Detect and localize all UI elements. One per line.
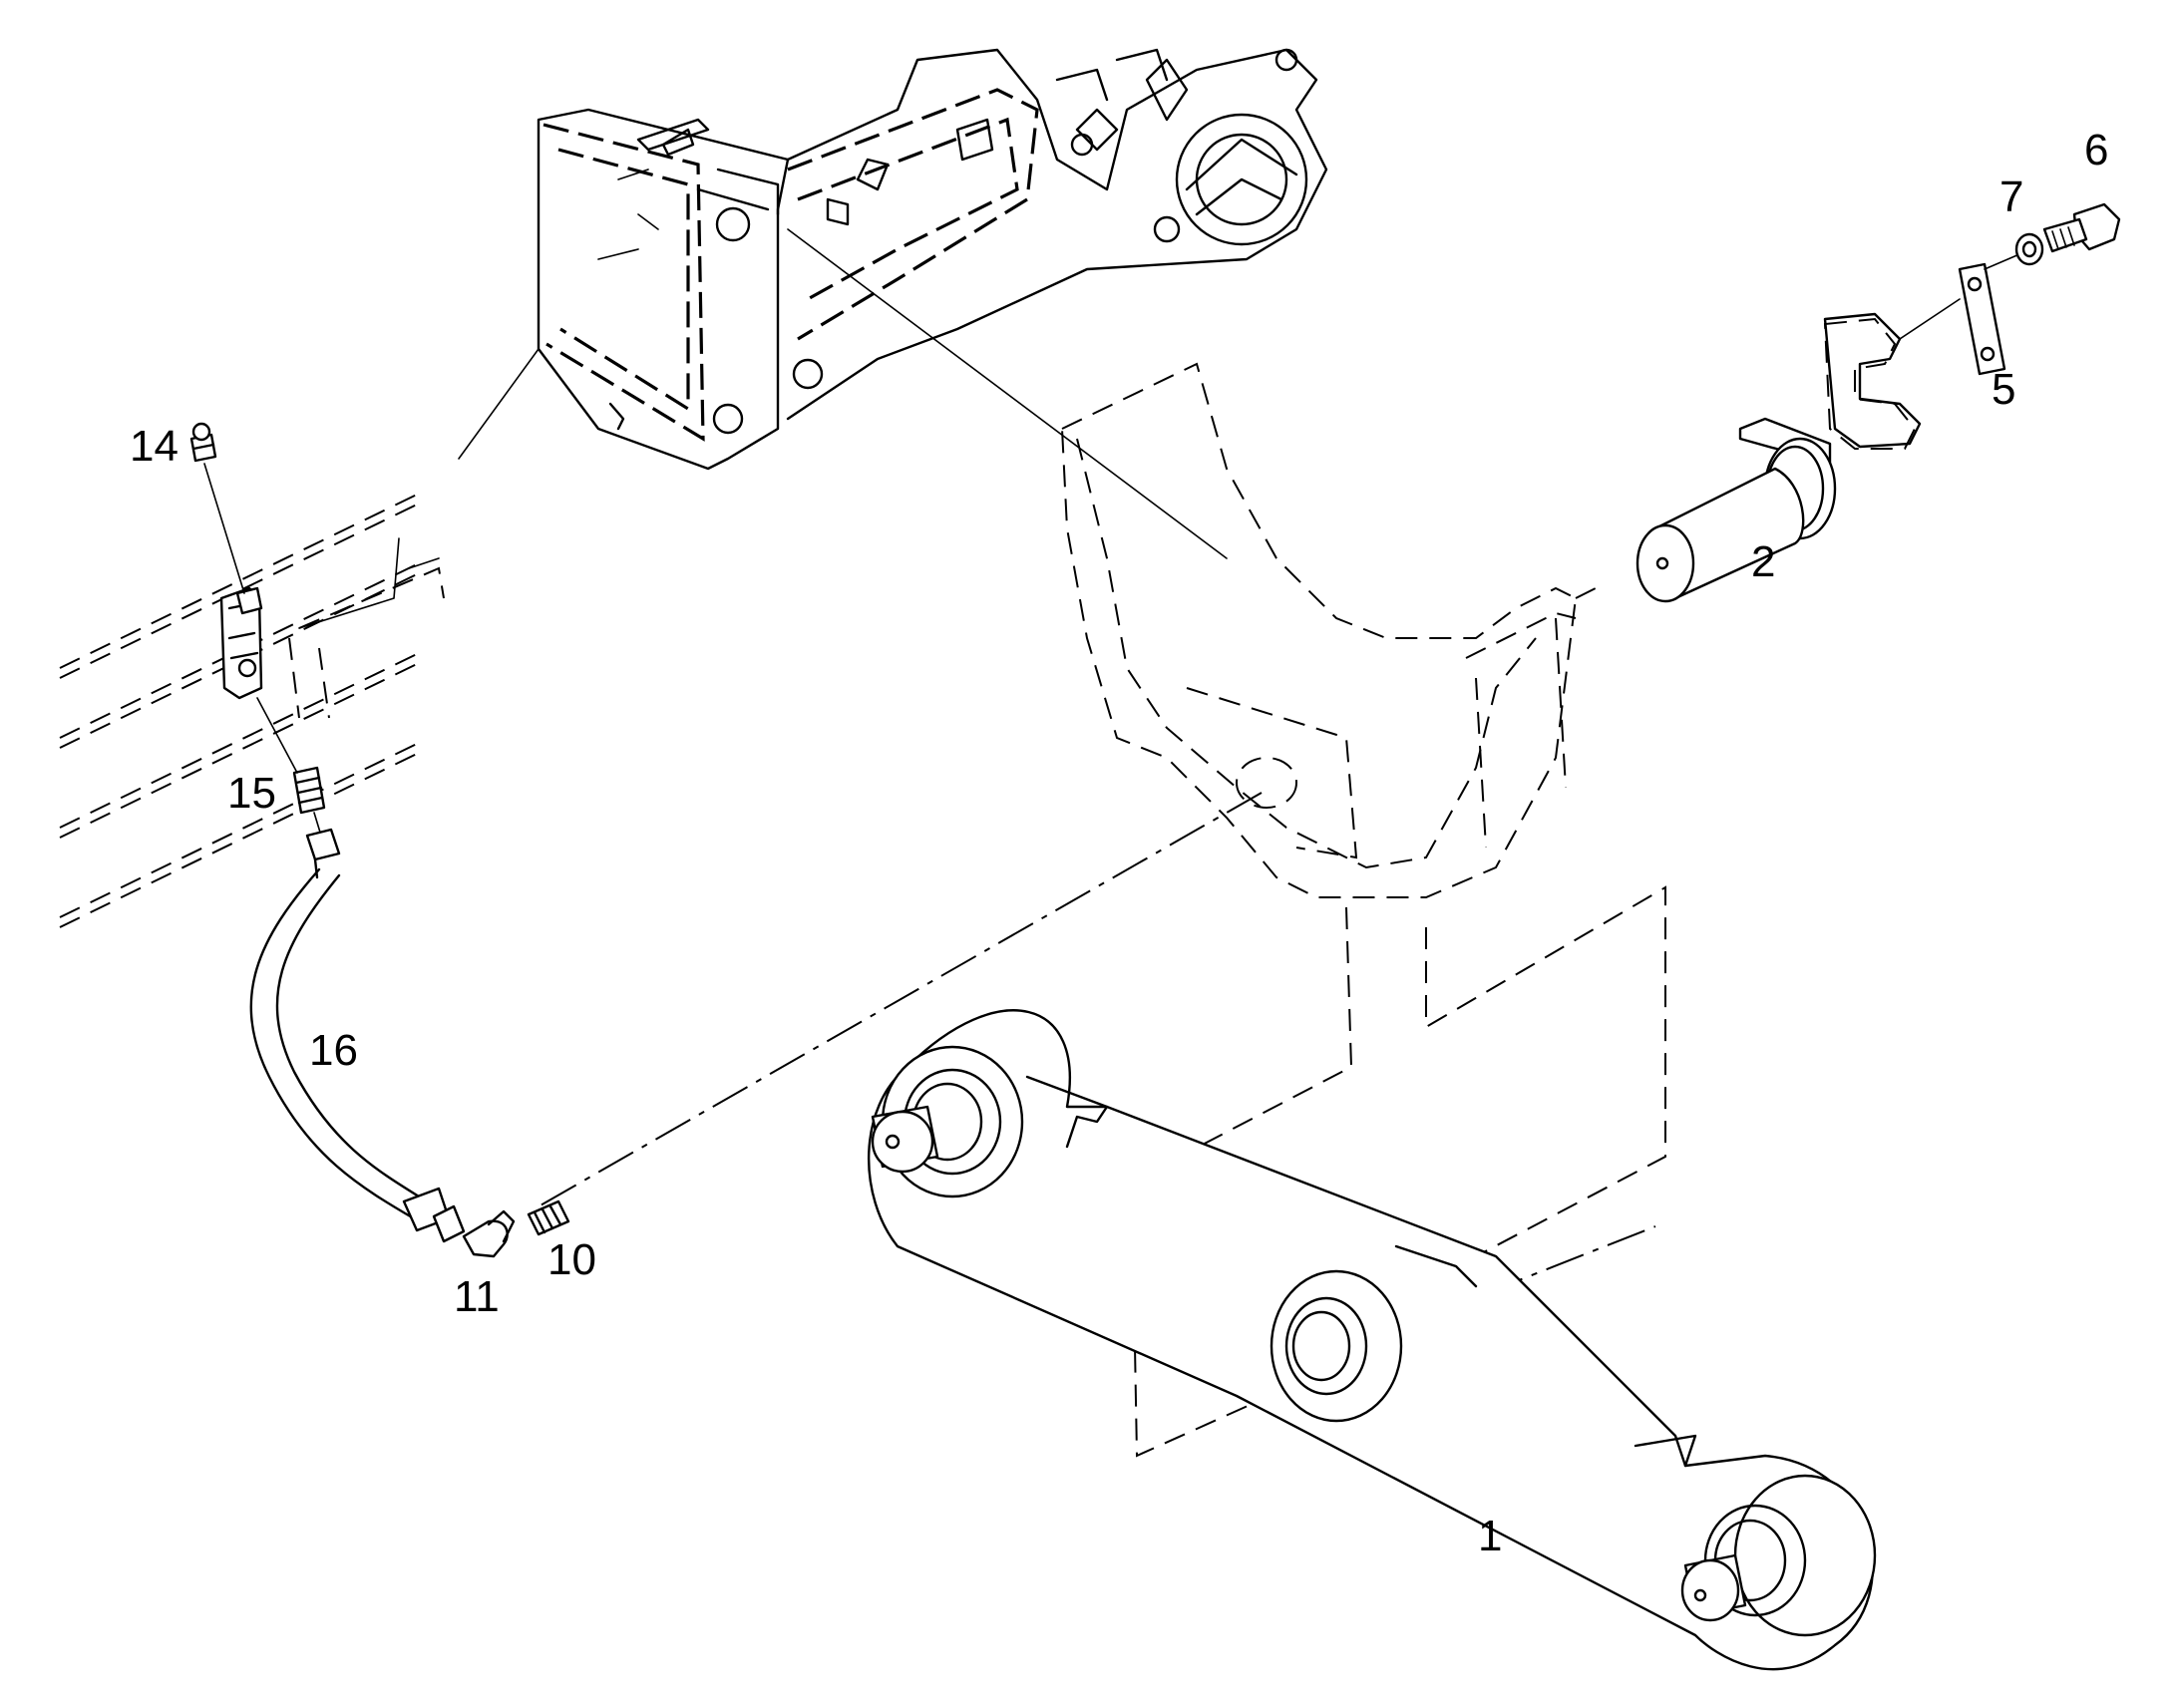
callout-6: 6	[2084, 126, 2108, 174]
callout-7: 7	[1999, 172, 2023, 221]
callout-labels: 1 2 5 6 7 10 11 14 15 16	[130, 126, 2108, 1560]
chassis-rails-phantom	[59, 493, 445, 928]
straight-connector	[527, 1199, 570, 1236]
link-arm	[867, 1009, 1877, 1671]
machine-frame	[537, 48, 1328, 471]
leader-frame-bracket	[458, 348, 540, 460]
mounting-plate-phantom	[1060, 362, 1597, 898]
grease-block	[219, 586, 263, 700]
callout-2: 2	[1751, 537, 1775, 586]
grease-hose	[249, 828, 451, 1232]
leader-frame-plate	[787, 228, 1228, 559]
callout-5: 5	[1992, 365, 2015, 414]
bolt	[2042, 202, 2121, 253]
coupling-nut	[432, 1204, 466, 1243]
grease-nipple	[189, 422, 217, 463]
leader-block-adapter	[256, 697, 298, 774]
callout-16: 16	[309, 1026, 358, 1075]
callout-1: 1	[1478, 1512, 1502, 1560]
leader-nipple	[203, 463, 245, 594]
callout-10: 10	[547, 1235, 596, 1284]
callout-15: 15	[227, 769, 276, 818]
callout-11: 11	[454, 1272, 500, 1321]
washer	[2014, 232, 2044, 266]
locking-plate-assembly	[1823, 253, 2020, 450]
elbow-fitting	[462, 1209, 516, 1258]
callout-14: 14	[130, 422, 179, 471]
pivot-pin	[1635, 417, 1837, 603]
adapter-fitting	[292, 766, 326, 815]
